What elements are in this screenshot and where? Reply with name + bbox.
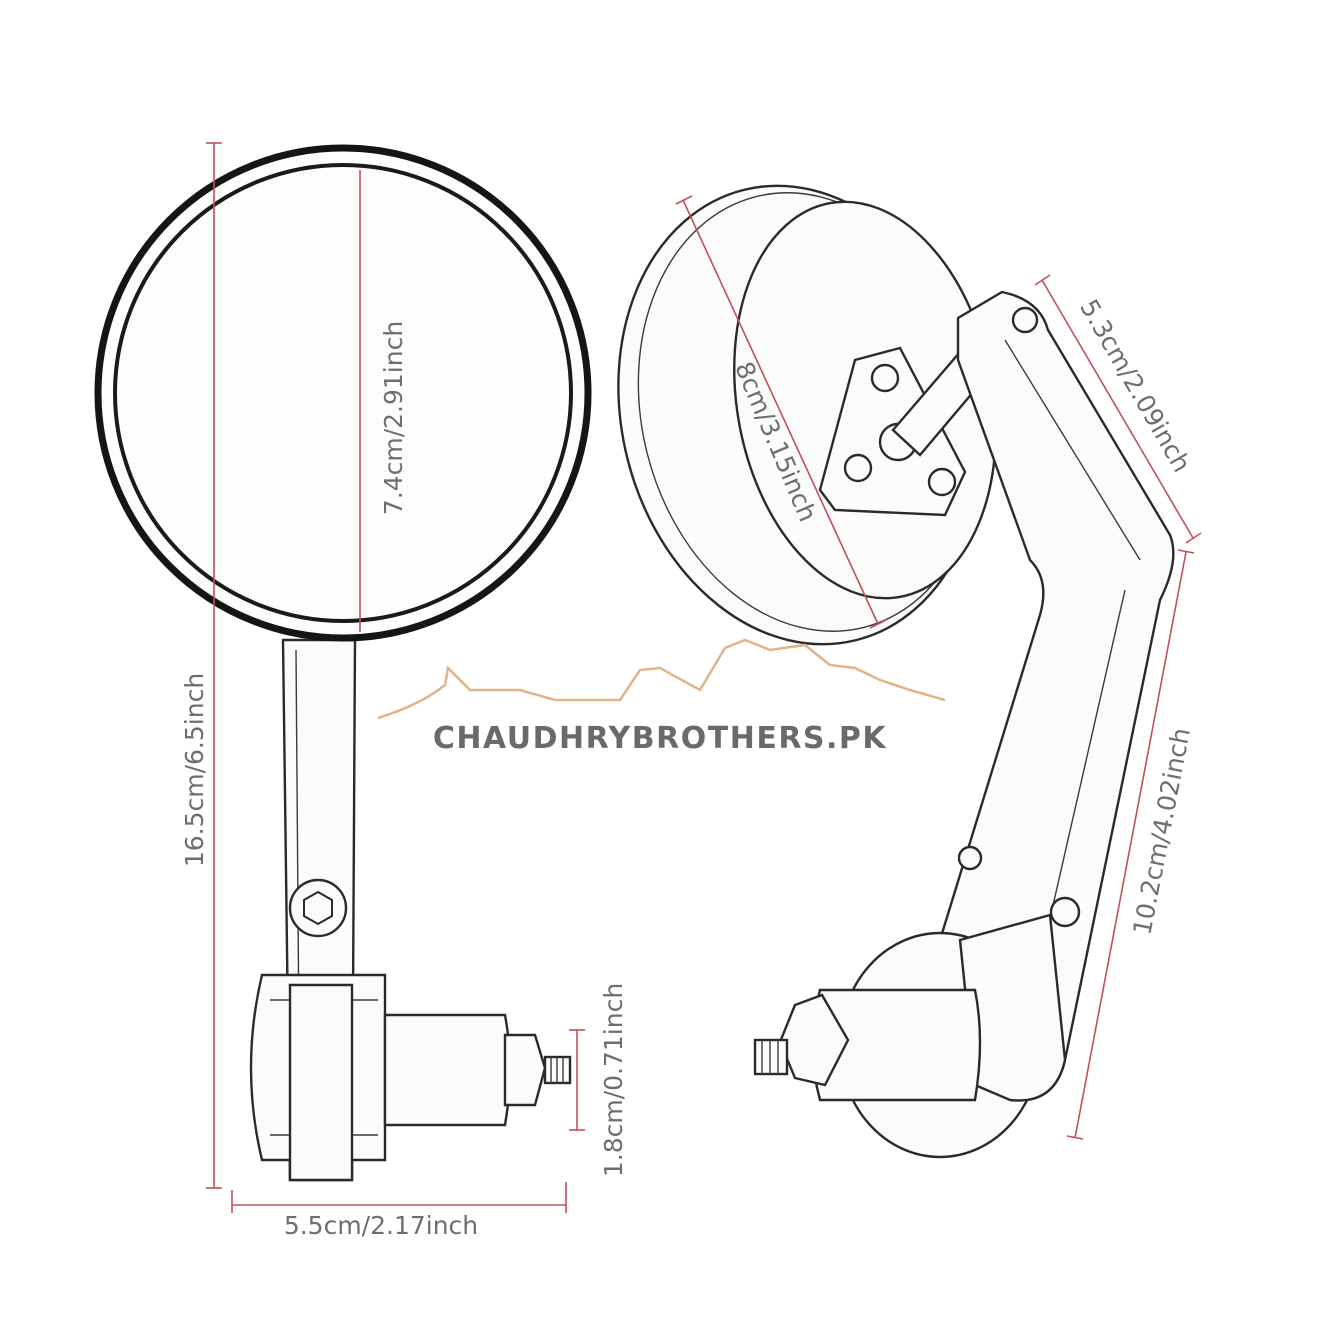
watermark-text: CHAUDHRYBROTHERS.PK	[433, 721, 888, 756]
right-threaded-bolt	[753, 1038, 789, 1076]
right-lower-arm-label: 10.2cm/4.02inch	[1127, 725, 1196, 937]
left-mirror-diameter-label: 7.4cm/2.91inch	[379, 321, 408, 515]
left-base-width-label: 5.5cm/2.17inch	[284, 1211, 478, 1240]
right-mirror-side-view	[617, 184, 1175, 1159]
left-nut	[503, 1033, 547, 1107]
left-bolt-length-label: 1.8cm/0.71inch	[599, 983, 628, 1177]
right-pivot-screw	[1049, 896, 1081, 928]
left-clamp-screw	[288, 878, 348, 938]
watermark-skyline-icon	[377, 638, 946, 720]
left-mirror-front-view	[94, 144, 592, 1182]
right-dimension-lines	[675, 195, 1202, 1140]
watermark: CHAUDHRYBROTHERS.PK	[377, 638, 946, 756]
left-dimension-lines	[206, 142, 585, 1213]
left-total-height-label: 16.5cm/6.5inch	[180, 673, 209, 867]
left-bar-end-body	[383, 1013, 512, 1127]
left-mirror-head	[94, 144, 592, 642]
